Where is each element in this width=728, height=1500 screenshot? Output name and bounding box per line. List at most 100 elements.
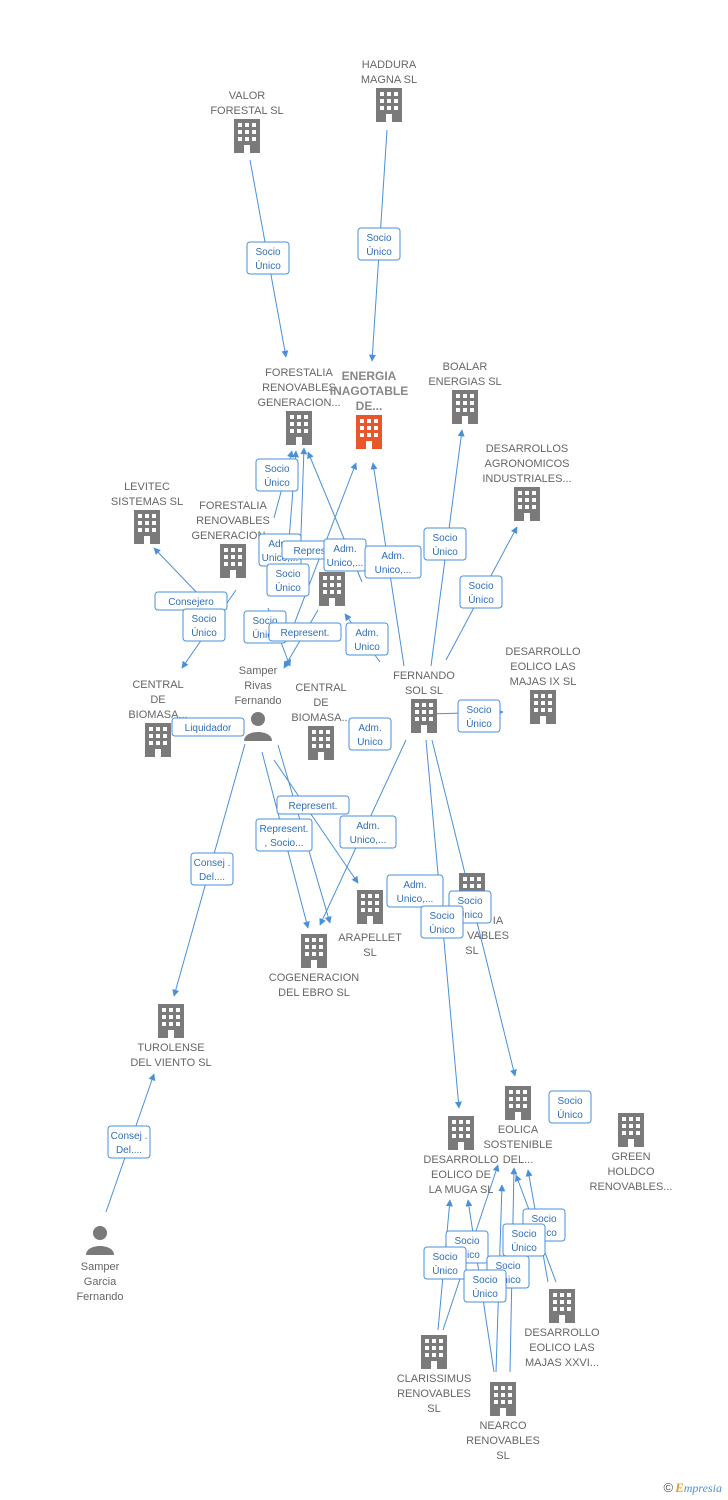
badge-box [348,717,392,751]
badge-box [276,795,350,815]
badge-label-line: Socio [531,1214,556,1225]
edge-connector [153,547,201,597]
badge-box [339,815,397,849]
relation-badge[interactable]: Adm.Unico [348,717,392,751]
relation-badge[interactable]: Represent. [268,622,342,642]
empresia-brand[interactable]: ©Empresia [664,1480,723,1496]
relation-badge[interactable]: Liquidador [171,717,245,737]
node-label-line: SISTEMAS SL [111,496,183,508]
badge-label-line: Único [457,908,483,921]
relation-badge[interactable]: Adm.Unico,... [364,545,422,579]
company-node-desagro[interactable]: DESARROLLOSAGRONOMICOSINDUSTRIALES... [482,443,572,521]
node-label-line: Samper [239,665,278,677]
company-node-cogeneracion[interactable]: COGENERACION DEL EBRO SL [269,934,360,999]
badge-box [171,717,245,737]
badge-box [182,608,226,642]
node-label-line: DEL EBRO SL [278,987,350,999]
node-label-line: RENOVABLES [397,1388,471,1400]
node-label-line: DESARROLLO [505,646,581,658]
badge-box [268,622,342,642]
relation-badge[interactable]: Represent., Socio... [255,818,313,852]
node-label-line: VABLES [467,930,509,942]
badge-label-line: Socio [557,1096,582,1107]
company-node-forestalia2[interactable]: FORESTALIARENOVABLESGENERACION... [191,500,275,578]
badge-label-line: Unico,... [262,553,299,564]
relation-badge[interactable]: Adm.Unico,... [323,538,367,572]
node-label-line: CENTRAL [132,679,183,691]
badge-label-line: Adm. [403,880,426,891]
company-node-green[interactable]: GREENHOLDCORENOVABLES... [590,1113,673,1193]
node-label-line: EOLICA [498,1124,539,1136]
relation-badge[interactable]: Consej .Del.... [190,852,234,886]
badge-label-line: Del.... [199,872,225,883]
node-label-line: EOLICO DE [431,1169,491,1181]
relation-badge[interactable]: Adm.Unico,... [386,874,444,908]
company-node-biomasa1[interactable]: CENTRALDEBIOMASA... [128,679,188,757]
company-node-forestalia1[interactable]: FORESTALIARENOVABLESGENERACION... [257,367,341,445]
badge-label-line: Represent. [260,824,309,835]
node-label-line: DE [150,694,165,706]
node-label-line: COGENERACION [269,972,360,984]
node-label-line: HADDURA [362,59,417,71]
node-label-line: DE... [356,399,383,413]
node-label-line: RENOVABLES [196,515,270,527]
relation-badge[interactable]: Consej .Del.... [107,1125,151,1159]
badge-box [364,545,422,579]
building-icon [234,119,260,153]
building-icon [549,1289,575,1323]
company-node-energia[interactable]: ENERGIAINAGOTABLEDE... [330,369,408,449]
badge-label-line: Adm. [268,539,291,550]
relation-badge[interactable]: Adm.Unico,... [339,815,397,849]
badge-box [255,818,313,852]
company-node-hidden1[interactable] [319,572,345,606]
badge-box [266,563,310,597]
badge-label-line: Único [468,593,494,606]
company-node-biomasa2[interactable]: CENTRALDEBIOMASA... [291,682,351,760]
badge-box [345,622,389,656]
relation-badge[interactable]: Adm.Unico [345,622,389,656]
node-label-line: FORESTALIA [265,367,333,379]
badge-box [246,241,290,275]
relation-badge[interactable]: Consejero [154,591,228,611]
badge-label-line: Único [557,1108,583,1121]
person-icon [86,1226,114,1255]
building-icon [319,572,345,606]
badge-label-line: Socio [466,705,491,716]
badge-box [457,699,501,733]
badge-label-line: Único [472,1287,498,1300]
relation-badge[interactable]: Represent. [276,795,350,815]
badge-label-line: Represent. [289,801,338,812]
company-node-eolica_sost[interactable]: EOLICASOSTENIBLEDEL... [483,1086,553,1166]
badge-box [357,227,401,261]
node-label-line: SL [427,1403,440,1415]
